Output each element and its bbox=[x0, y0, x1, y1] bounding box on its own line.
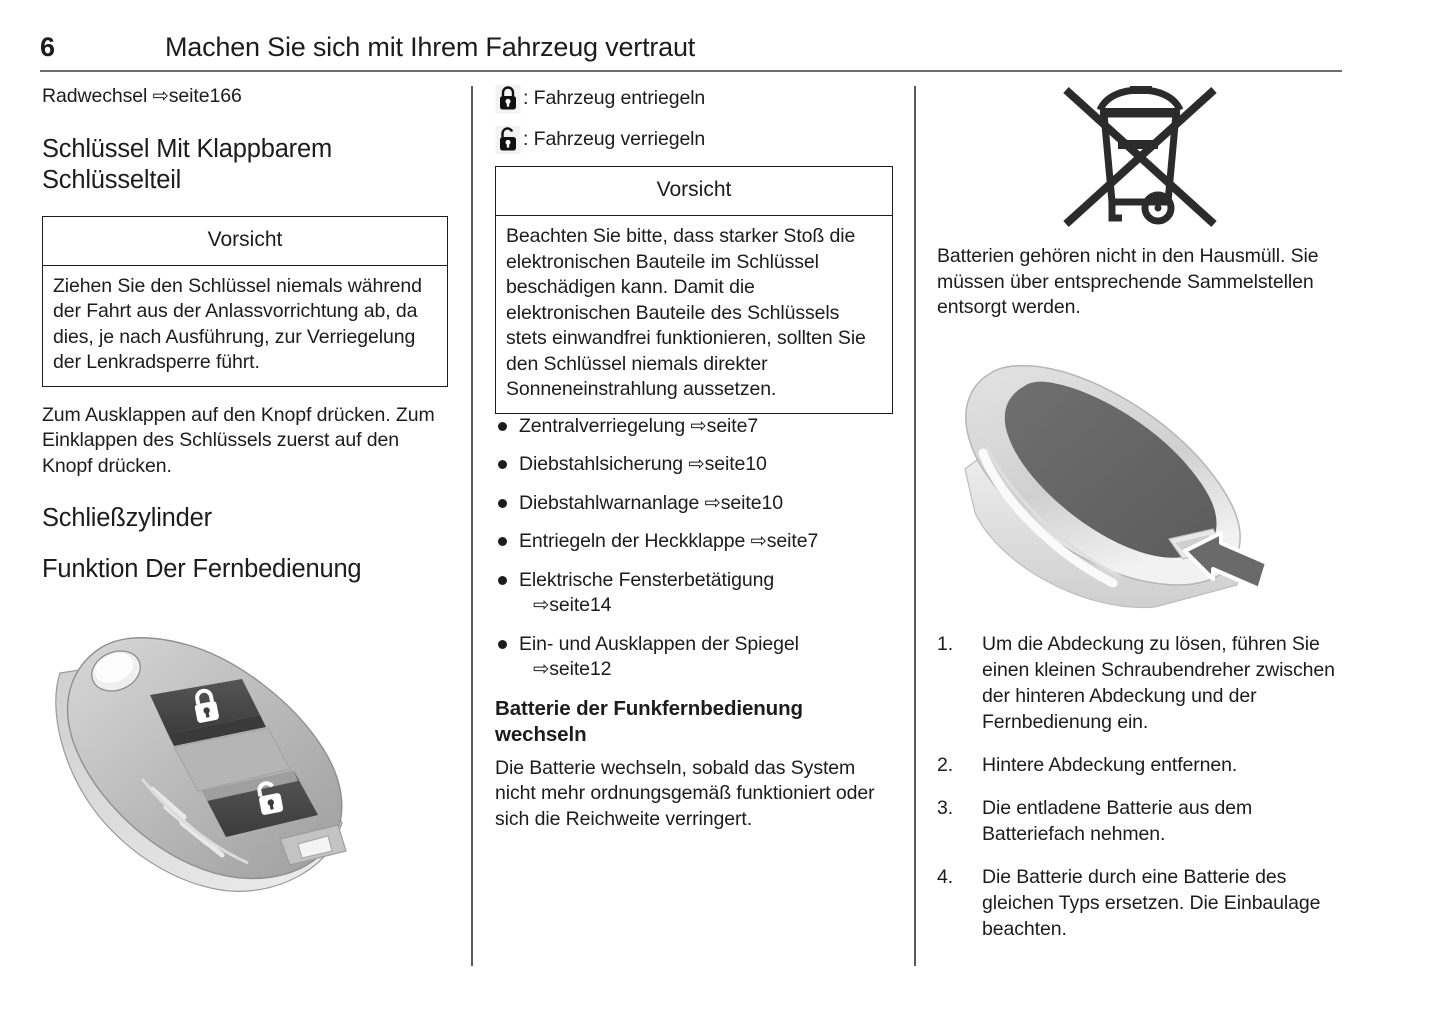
key-fob-figure bbox=[42, 601, 462, 901]
legend-label-lock: : Fahrzeug verriegeln bbox=[523, 128, 706, 151]
list-item[interactable]: Entriegeln der Heckklappe ⇨seite7 bbox=[495, 529, 893, 555]
list-item: 1. Um die Abdeckung zu lösen, führen Sie… bbox=[937, 631, 1337, 735]
page-number: 6 bbox=[40, 32, 55, 62]
list-item: 2. Hintere Abdeckung entfernen. bbox=[937, 752, 1337, 778]
feature-bullet-list: Zentralverriegelung ⇨seite7 Diebstahlsic… bbox=[495, 414, 893, 683]
warning-body-left: Ziehen Sie den Schlüssel niemals während… bbox=[53, 274, 422, 374]
bullet-dot-icon bbox=[498, 575, 507, 585]
bullet-dot-icon bbox=[498, 460, 507, 469]
middle-column: : Fahrzeug entriegeln : Fahrzeug verrieg… bbox=[495, 84, 895, 832]
list-item[interactable]: Diebstahlwarnanlage ⇨seite10 bbox=[495, 491, 893, 517]
warning-body-middle: Beachten Sie bitte, dass starker Stoß di… bbox=[506, 225, 866, 400]
bullet-text: Diebstahlsicherung ⇨seite10 bbox=[519, 453, 767, 475]
step-text: Hintere Abdeckung entfernen. bbox=[982, 753, 1238, 776]
bullet-text: Entriegeln der Heckklappe ⇨seite7 bbox=[519, 530, 819, 552]
left-column: Radwechsel ⇨seite166 Schlüssel Mit Klapp… bbox=[42, 84, 462, 901]
warning-title-middle: Vorsicht bbox=[496, 167, 892, 216]
step-text: Die entladene Batterie aus dem Batterief… bbox=[982, 796, 1253, 845]
padlock-closed-icon bbox=[495, 84, 521, 114]
content-columns: Radwechsel ⇨seite166 Schlüssel Mit Klapp… bbox=[0, 84, 1445, 984]
bullet-continuation[interactable]: ⇨seite14 bbox=[533, 594, 612, 616]
bin-symbol-figure bbox=[937, 84, 1342, 232]
legend-row-lock: : Fahrzeug verriegeln bbox=[495, 125, 895, 155]
bullet-continuation[interactable]: ⇨seite12 bbox=[533, 658, 612, 680]
column-divider-2 bbox=[914, 86, 916, 966]
list-item: 4. Die Batterie durch eine Batterie des … bbox=[937, 864, 1337, 942]
column-divider-1 bbox=[471, 86, 473, 966]
step-text: Die Batterie durch eine Batterie des gle… bbox=[982, 865, 1321, 940]
padlock-open-icon bbox=[495, 125, 521, 155]
key-fob-illustration bbox=[55, 637, 347, 892]
heading-funktion-der-fernbedienung: Funktion Der Fernbedienung bbox=[42, 555, 362, 583]
bullet-text: Zentralverriegelung ⇨seite7 bbox=[519, 414, 759, 437]
legend-row-unlock: : Fahrzeug entriegeln bbox=[495, 84, 895, 114]
remote-cover-removal-illustration bbox=[964, 364, 1269, 608]
step-number: 3. bbox=[937, 796, 954, 819]
bullet-dot-icon bbox=[498, 421, 507, 431]
left-paragraph: Zum Ausklappen auf den Knopf drücken. Zu… bbox=[42, 403, 435, 477]
list-item[interactable]: Diebstahlsicherung ⇨seite10 bbox=[495, 452, 893, 478]
bullet-dot-icon bbox=[498, 498, 507, 508]
warning-box-left: Vorsicht Ziehen Sie den Schlüssel niemal… bbox=[42, 215, 448, 387]
middle-paragraph: Die Batterie wechseln, sobald das System… bbox=[495, 756, 875, 830]
bullet-text: Diebstahlwarnanlage ⇨seite10 bbox=[519, 491, 783, 514]
heading-schliesszylinder: Schließzylinder bbox=[42, 504, 212, 532]
screwdriver-arrow-icon bbox=[1183, 530, 1269, 591]
bullet-text: Ein- und Ausklappen der Spiegel bbox=[519, 632, 799, 655]
step-number: 2. bbox=[937, 753, 954, 776]
list-item[interactable]: Zentralverriegelung ⇨seite7 bbox=[495, 414, 893, 440]
legend-label-unlock: : Fahrzeug entriegeln bbox=[523, 87, 706, 110]
page-title: Machen Sie sich mit Ihrem Fahrzeug vertr… bbox=[165, 32, 696, 62]
heading-schluessel-mit-klappbarem-schluesselteil: Schlüssel Mit Klappbarem Schlüsselteil bbox=[42, 134, 332, 194]
list-item[interactable]: Ein- und Ausklappen der Spiegel ⇨seite12 bbox=[495, 632, 893, 683]
list-item[interactable]: Elektrische Fensterbetätigung ⇨seite14 bbox=[495, 568, 893, 619]
step-number: 1. bbox=[937, 632, 954, 655]
left-top-reference[interactable]: Radwechsel ⇨seite166 bbox=[42, 85, 242, 107]
right-column: Batterien gehören nicht in den Hausmüll.… bbox=[937, 84, 1342, 959]
step-number: 4. bbox=[937, 865, 954, 888]
disposal-text: Batterien gehören nicht in den Hausmüll.… bbox=[937, 245, 1319, 318]
list-item: 3. Die entladene Batterie aus dem Batter… bbox=[937, 795, 1337, 847]
bullet-dot-icon bbox=[498, 639, 507, 649]
crossed-out-wheelie-bin-icon bbox=[1062, 86, 1217, 227]
bullet-text: Elektrische Fensterbetätigung bbox=[519, 568, 775, 591]
step-text: Um die Abdeckung zu lösen, führen Sie ei… bbox=[982, 632, 1335, 733]
warning-box-middle: Vorsicht Beachten Sie bitte, dass starke… bbox=[495, 166, 893, 414]
page-header: 6 Machen Sie sich mit Ihrem Fahrzeug ver… bbox=[40, 30, 1342, 72]
remote-figure bbox=[937, 341, 1342, 631]
heading-batterie-wechseln: Batterie der Funkfernbedienung wechseln bbox=[495, 696, 803, 746]
warning-title-left: Vorsicht bbox=[43, 217, 447, 266]
bullet-dot-icon bbox=[498, 537, 507, 546]
battery-change-steps: 1. Um die Abdeckung zu lösen, führen Sie… bbox=[937, 631, 1337, 942]
